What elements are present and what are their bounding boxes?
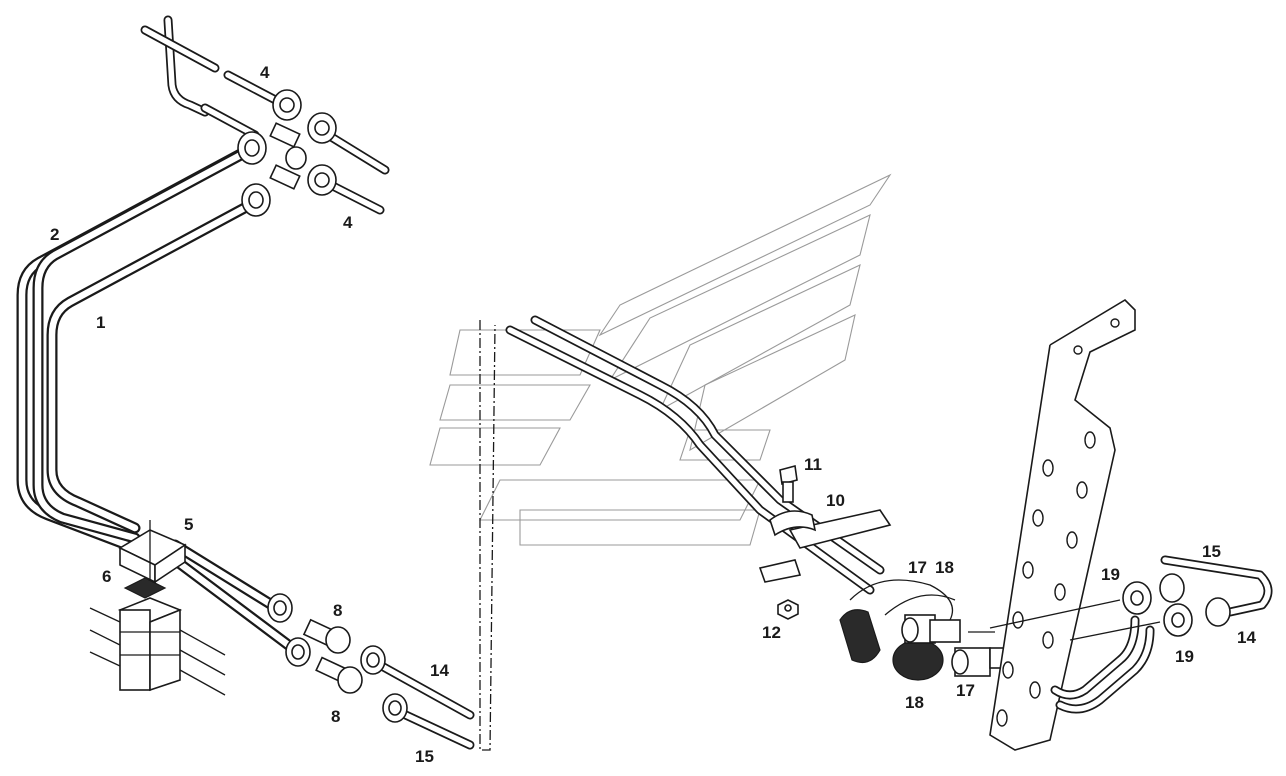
callout-8-bottom: 8 <box>331 707 340 726</box>
pipe-1 <box>46 199 256 534</box>
lower-fittings <box>267 593 408 723</box>
rear-pipes-14-15 <box>1050 555 1273 714</box>
callout-4-bottom: 4 <box>343 213 353 232</box>
callout-11: 11 <box>804 455 822 474</box>
callout-14-left: 14 <box>430 661 449 680</box>
callout-2: 2 <box>50 225 59 244</box>
nuts-19 <box>1122 573 1231 637</box>
washer-6 <box>123 577 167 599</box>
pipe-clamp-10 <box>769 510 817 537</box>
callout-1: 1 <box>96 313 105 332</box>
callout-18-top: 18 <box>935 558 954 577</box>
top-fittings-4 <box>237 89 337 217</box>
pipe-inner-loop <box>32 144 256 544</box>
callout-15-left: 15 <box>415 747 434 766</box>
callout-17-bottom: 17 <box>956 681 975 700</box>
callout-18-bottom: 18 <box>905 693 924 712</box>
callout-19-bottom: 19 <box>1175 647 1194 666</box>
pipe-2 <box>16 144 254 554</box>
callout-14-right: 14 <box>1237 628 1256 647</box>
callout-15-right: 15 <box>1202 542 1221 561</box>
callout-12: 12 <box>762 623 781 642</box>
watermark-logo <box>429 173 892 546</box>
callout-4-top: 4 <box>260 63 270 82</box>
lower-pipes <box>169 539 475 750</box>
center-line <box>479 320 496 751</box>
callout-19-top: 19 <box>1101 565 1120 584</box>
callout-8-top: 8 <box>333 601 342 620</box>
bolt-11 <box>779 464 798 503</box>
clamp-stack-lower <box>89 597 226 696</box>
pipe-pair-right <box>505 315 885 595</box>
mounting-plate <box>989 298 1136 751</box>
nut-12 <box>777 599 799 620</box>
support-rail <box>758 509 892 583</box>
callout-5: 5 <box>184 515 193 534</box>
callout-6: 6 <box>102 567 111 586</box>
callout-10: 10 <box>826 491 845 510</box>
clamp-block-5 <box>118 520 187 585</box>
quick-couplings-17-18 <box>839 579 1013 681</box>
leader-lines <box>968 599 1161 641</box>
callout-17-top: 17 <box>908 558 927 577</box>
